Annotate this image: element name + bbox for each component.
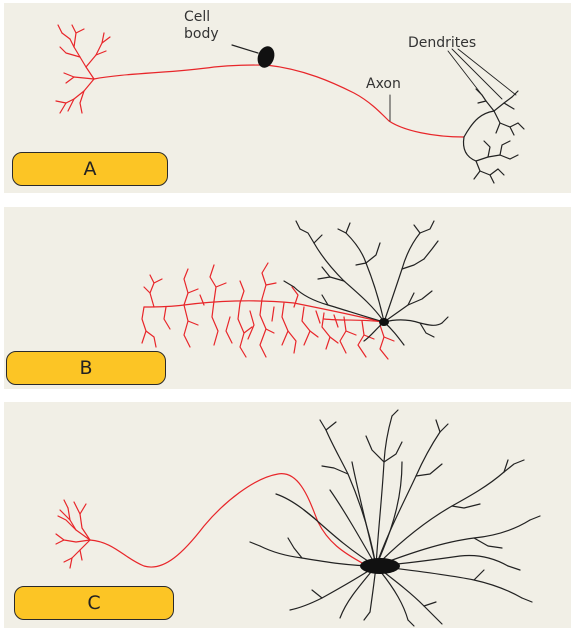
axon-label: Axon [366,76,401,92]
neuron-b-dendrites [283,220,449,346]
panel-b: B [4,207,571,389]
panel-c: C [4,402,571,628]
panel-a-label[interactable]: A [12,152,168,186]
neuron-c-drawing [55,409,541,627]
neuron-a-axon-terminal [55,24,111,114]
dendrites-label: Dendrites [408,35,477,51]
neuron-b-axon-arbor [141,262,395,360]
neuron-a-axon [93,64,465,138]
neuron-c-axon-terminal [55,499,91,569]
neuron-b-drawing [141,220,449,360]
neuron-a-cell-body [257,46,275,68]
neuron-c-cell-body [360,558,400,574]
neuron-b-cell-body [379,318,389,326]
panel-b-label[interactable]: B [6,351,166,385]
panel-a: Cell body Axon Dendrites A [4,3,571,193]
neuron-a-drawing [55,24,525,184]
neuron-c-dendrites [249,409,541,627]
neuron-a-dendrites [389,48,525,184]
neuron-c-axon [89,473,365,568]
cell-body-label: Cell body [184,9,219,42]
panel-c-label[interactable]: C [14,586,174,620]
